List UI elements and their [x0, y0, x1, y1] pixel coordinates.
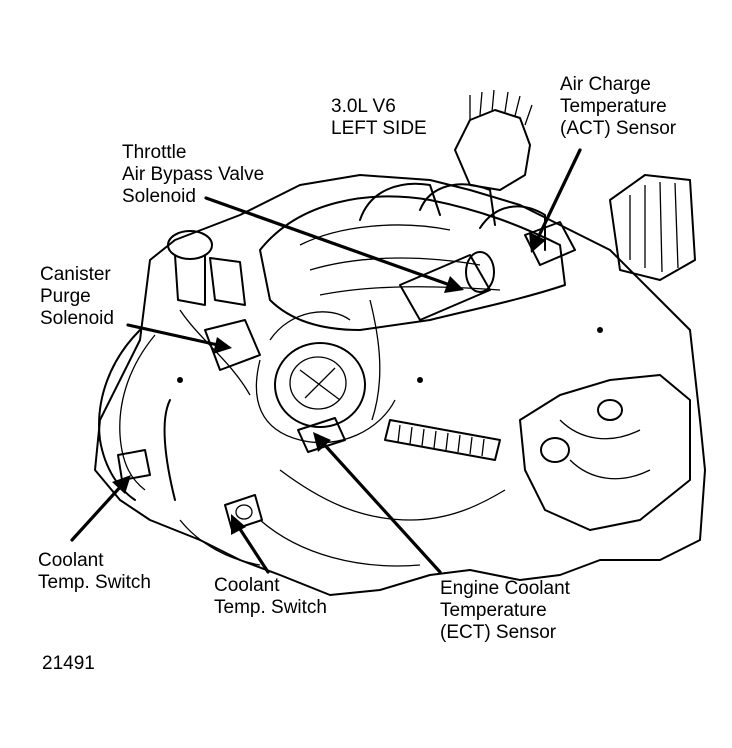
callout-ect-sensor-line-3: (ECT) Sensor: [440, 622, 557, 643]
callout-throttle-bypass-line-1: Throttle: [122, 142, 187, 163]
view-title: 3.0L V6 LEFT SIDE: [331, 96, 427, 140]
leader-coolant-switch-center: [236, 524, 270, 574]
callout-coolant-switch-left-line-1: Coolant: [38, 550, 104, 571]
leader-act-sensor: [535, 148, 582, 242]
callout-canister-purge-line-1: Canister: [40, 264, 111, 285]
callout-ect-sensor: Engine Coolant Temperature (ECT) Sensor: [440, 578, 570, 644]
arrowhead-coolant-switch-left: [112, 475, 131, 494]
callout-throttle-bypass: Throttle Air Bypass Valve Solenoid: [122, 142, 264, 208]
callout-coolant-switch-left: Coolant Temp. Switch: [38, 550, 151, 594]
arrowhead-coolant-switch-center: [231, 514, 246, 535]
leader-lines: [70, 148, 582, 574]
view-title-line-2: LEFT SIDE: [331, 118, 427, 139]
arrowhead-throttle-bypass: [444, 276, 464, 293]
callout-canister-purge: Canister Purge Solenoid: [40, 264, 114, 330]
leader-coolant-switch-left: [70, 483, 124, 542]
callout-throttle-bypass-line-2: Air Bypass Valve: [122, 164, 265, 185]
callout-canister-purge-line-2: Purge: [40, 286, 91, 307]
leader-canister-purge: [126, 323, 220, 347]
callout-ect-sensor-line-2: Temperature: [440, 600, 547, 621]
callout-act-sensor-line-3: (ACT) Sensor: [560, 118, 677, 139]
callout-ect-sensor-line-1: Engine Coolant: [440, 578, 570, 599]
arrowhead-canister-purge: [213, 337, 232, 354]
leader-throttle-bypass: [204, 196, 452, 287]
callout-act-sensor-line-2: Temperature: [560, 96, 667, 117]
callout-act-sensor: Air Charge Temperature (ACT) Sensor: [560, 74, 676, 140]
callout-act-sensor-line-1: Air Charge: [560, 74, 651, 95]
callout-coolant-switch-center: Coolant Temp. Switch: [214, 575, 327, 619]
view-title-line-1: 3.0L V6: [331, 96, 396, 117]
figure-number: 21491: [42, 653, 95, 674]
callout-coolant-switch-center-line-2: Temp. Switch: [214, 597, 327, 618]
arrowhead-act-sensor: [529, 232, 546, 253]
arrowhead-ect-sensor: [313, 432, 331, 452]
leader-ect-sensor: [320, 440, 442, 574]
callout-throttle-bypass-line-3: Solenoid: [122, 186, 196, 207]
callout-coolant-switch-left-line-2: Temp. Switch: [38, 572, 151, 593]
callout-canister-purge-line-3: Solenoid: [40, 308, 114, 329]
callout-coolant-switch-center-line-1: Coolant: [214, 575, 280, 596]
engine-drawing: [94, 89, 706, 596]
